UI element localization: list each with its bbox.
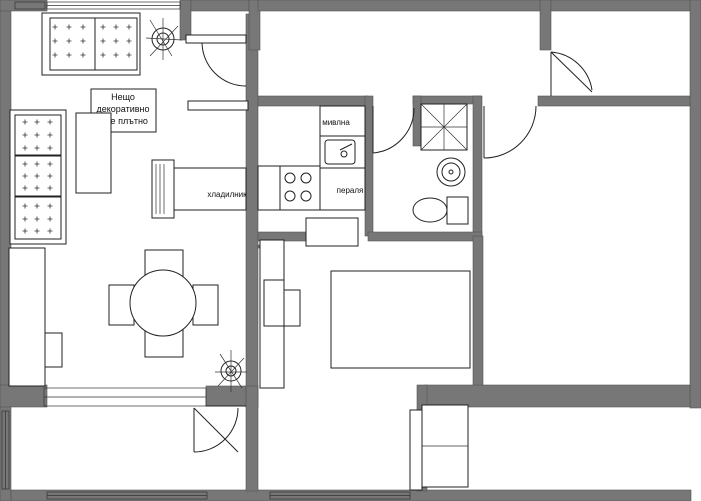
tuft-mark [47, 161, 53, 167]
kitchen-counters [257, 105, 366, 211]
tuft-mark [100, 24, 106, 30]
tuft-mark [22, 119, 28, 125]
plant-icon [145, 18, 183, 60]
side-chair [44, 332, 63, 368]
note-line-3: и не плътно [98, 116, 148, 126]
tuft-mark [22, 132, 28, 138]
note-line-2: декоративно [96, 104, 149, 114]
tuft-mark [113, 52, 119, 58]
tuft-mark [34, 161, 40, 167]
sofa-left [9, 109, 67, 245]
tuft-mark [80, 38, 86, 44]
sofa-top [41, 12, 141, 76]
tuft-mark [47, 228, 53, 234]
tuft-mark [22, 185, 28, 191]
tuft-mark [22, 145, 28, 151]
tuft-mark [126, 38, 132, 44]
bed [263, 270, 471, 369]
tuft-mark [100, 38, 106, 44]
tuft-mark [126, 24, 132, 30]
fridge: хладилник [151, 159, 247, 219]
wardrobe [409, 404, 469, 491]
doors [185, 34, 593, 453]
tufting-marks [22, 24, 132, 234]
fridge-label: хладилник [207, 190, 247, 199]
tuft-mark [113, 38, 119, 44]
stove-icon [284, 172, 312, 202]
tuft-mark [34, 185, 40, 191]
tuft-mark [47, 119, 53, 125]
tuft-mark [66, 38, 72, 44]
note-box: Нещо декоративно и не плътно [90, 88, 157, 133]
tuft-mark [47, 132, 53, 138]
tuft-mark [34, 145, 40, 151]
tuft-mark [34, 216, 40, 222]
tuft-mark [52, 38, 58, 44]
tuft-mark [47, 185, 53, 191]
tuft-mark [22, 203, 28, 209]
sink-icon [324, 139, 356, 165]
tuft-mark [34, 203, 40, 209]
tuft-mark [100, 52, 106, 58]
tuft-mark [34, 228, 40, 234]
tuft-mark [22, 173, 28, 179]
tuft-mark [34, 132, 40, 138]
toilet-icon [412, 196, 469, 225]
tuft-mark [22, 216, 28, 222]
note-line-1: Нещо [111, 92, 135, 102]
tuft-mark [80, 24, 86, 30]
shower-icon [420, 103, 468, 151]
tuft-mark [22, 228, 28, 234]
tuft-mark [126, 52, 132, 58]
tuft-mark [22, 161, 28, 167]
tuft-mark [52, 24, 58, 30]
sink-label: мивлна [322, 118, 350, 127]
tuft-mark [34, 173, 40, 179]
coffee-table [75, 112, 112, 194]
tuft-mark [47, 145, 53, 151]
tuft-mark [47, 173, 53, 179]
tuft-mark [66, 52, 72, 58]
tuft-mark [52, 52, 58, 58]
tuft-mark [113, 24, 119, 30]
washbasin-icon [436, 157, 466, 187]
plant-icon [215, 350, 247, 392]
kitchen-bench [305, 217, 359, 247]
side-cabinet [8, 247, 46, 387]
dining-table [108, 249, 219, 358]
tuft-mark [47, 216, 53, 222]
tuft-mark [47, 203, 53, 209]
tuft-mark [34, 119, 40, 125]
tuft-mark [80, 52, 86, 58]
washer-label: пераля [337, 186, 364, 195]
tuft-mark [66, 24, 72, 30]
windows [1, 1, 411, 500]
